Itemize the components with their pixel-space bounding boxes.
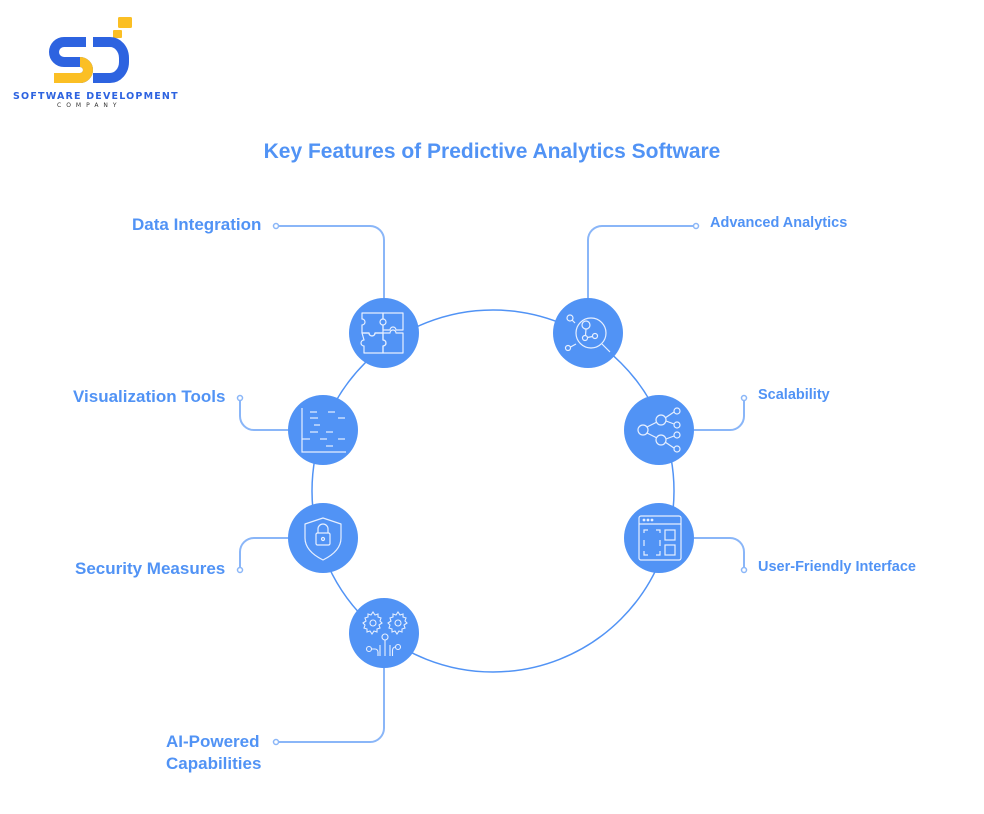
feature-label-user-friendly-interface: User-Friendly Interface (758, 559, 916, 575)
node-advanced-analytics (553, 298, 623, 368)
feature-label-data-integration: Data Integration (132, 215, 262, 234)
node-data-integration (349, 298, 419, 368)
logo-text: SOFTWARE DEVELOPMENT (13, 91, 179, 102)
connector-endpoints (236, 222, 748, 746)
feature-label-security-measures: Security Measures (75, 559, 226, 578)
node-security-measures (288, 503, 358, 573)
magnifier-network-icon (564, 314, 611, 353)
page-title: Key Features of Predictive Analytics Sof… (263, 140, 721, 163)
feature-label-line2: Capabilities (166, 754, 262, 773)
feature-label-advanced-analytics: Advanced Analytics (710, 215, 848, 231)
gears-circuit-icon (362, 611, 408, 656)
chart-lines-icon (301, 408, 346, 453)
central-ring (311, 309, 675, 673)
node-scalability (624, 395, 694, 465)
connectors (239, 225, 745, 743)
node-user-friendly-interface (624, 503, 694, 573)
feature-label-visualization-tools: Visualization Tools (73, 387, 226, 406)
company-logo: SOFTWARE DEVELOPMENT COMPANY (0, 0, 200, 120)
feature-label-line1: AI-Powered (166, 732, 260, 751)
node-visualization-tools (288, 395, 358, 465)
logo-subtext: COMPANY (57, 102, 122, 109)
puzzle-icon (360, 312, 404, 354)
node-ai-powered-capabilities (349, 598, 419, 668)
app-window-icon (638, 515, 682, 561)
feature-label-ai-powered-capabilities: AI-Powered Capabilities (166, 731, 261, 775)
hierarchy-icon (637, 407, 681, 453)
shield-lock-icon (304, 517, 342, 561)
feature-label-scalability: Scalability (758, 387, 830, 403)
sd-logo-icon (49, 17, 132, 83)
